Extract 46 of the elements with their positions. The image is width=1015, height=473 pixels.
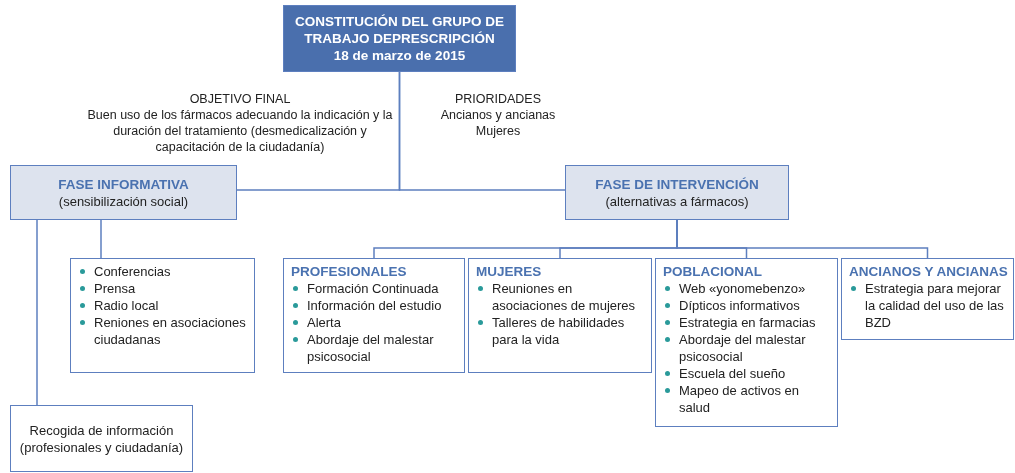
bullet-item: Reuniones en asociaciones de mujeres — [476, 280, 645, 314]
bullet-item: Radio local — [78, 297, 248, 314]
connector-line — [36, 219, 38, 406]
connector-line — [676, 219, 929, 259]
phase-subtitle: (alternativas a fármacos) — [605, 192, 749, 210]
bullet-item: Estrategia en farmacias — [663, 314, 831, 331]
title-box — [283, 5, 516, 72]
list-box — [841, 258, 1014, 340]
note-text: Buen uso de los fármacos adecuando la indicación y la duración del tratamiento (desmedicalización y capacitación de la ciudadanía) — [86, 107, 394, 155]
bullet-item: Información del estudio — [291, 297, 458, 314]
list-box — [70, 258, 255, 373]
bullet-item: Estrategia para mejorar la calidad del uso de las BZD — [849, 280, 1007, 331]
bullet-item: Abordaje del malestar psicosocial — [663, 331, 831, 365]
phase-subtitle: (sensibilización social) — [58, 192, 189, 210]
bullet-item: Formación Continuada — [291, 280, 458, 297]
title-text: 18 de marzo de 2015 — [333, 47, 466, 64]
process-box — [10, 405, 193, 472]
list-heading: POBLACIONAL — [663, 263, 763, 280]
list-heading: MUJERES — [476, 263, 543, 280]
note-text: Ancianos y ancianas — [439, 107, 557, 123]
list-heading: ANCIANOS Y ANCIANAS — [849, 263, 1007, 280]
connector-line — [398, 71, 566, 191]
note-text: Mujeres — [474, 123, 522, 139]
bullet-item: Prensa — [78, 280, 248, 297]
bullet-item: Dípticos informativos — [663, 297, 831, 314]
list-box — [468, 258, 652, 373]
connector-line — [100, 219, 102, 259]
list-box — [655, 258, 838, 427]
bullet-item: Alerta — [291, 314, 458, 331]
bullet-item: Conferencias — [78, 263, 248, 280]
phase-heading: FASE INFORMATIVA — [58, 175, 189, 193]
phase-heading: FASE DE INTERVENCIÓN — [595, 175, 759, 193]
bullet-item: Reniones en asociaciones ciudadanas — [78, 314, 248, 348]
list-box — [283, 258, 465, 373]
bullet-item: Mapeo de activos en salud — [663, 382, 831, 416]
bullet-item: Talleres de habilidades para la vida — [476, 314, 645, 348]
bullet-item: Abordaje del malestar psicosocial — [291, 331, 458, 365]
phase-box — [10, 165, 237, 220]
list-heading: PROFESIONALES — [291, 263, 408, 280]
title-text: CONSTITUCIÓN DEL GRUPO DE TRABAJO DEPRESCRIPCIÓN — [294, 13, 505, 47]
bullet-item: Web «yonomebenzo» — [663, 280, 831, 297]
note-text: OBJETIVO FINAL — [188, 91, 292, 107]
box-text: Recogida de información (profesionales y ciudadanía) — [18, 421, 185, 456]
note-text: PRIORIDADES — [453, 91, 543, 107]
phase-box — [565, 165, 789, 220]
bullet-item: Escuela del sueño — [663, 365, 831, 382]
